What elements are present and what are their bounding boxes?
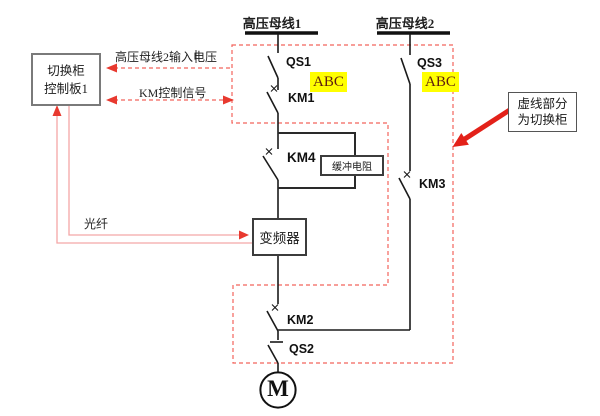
signal-dashed-lines: [114, 67, 232, 101]
inverter-label: 变频器: [259, 231, 300, 246]
qs2-label: QS2: [289, 342, 315, 356]
km4-label: KM4: [287, 150, 316, 165]
km3-label: KM3: [419, 177, 446, 191]
main-feed-line: [262, 34, 283, 372]
fiber-line-to-board: [56, 113, 252, 244]
bus2-label: 高压母线2: [375, 16, 435, 31]
motor-circle: [259, 371, 297, 409]
contact-cross-marks: [265, 85, 411, 311]
inverter-box: 变频器: [252, 218, 307, 256]
annotation-line2: 为切换柜: [517, 113, 568, 127]
annotation-box: 虚线部分 为切换柜: [508, 92, 577, 132]
km-arrowhead-right: [223, 95, 234, 105]
km4-blade: [262, 155, 279, 181]
cabinet-dashed-outline: [231, 44, 454, 364]
bus1-label: 高压母线1: [242, 16, 302, 31]
km2-blade: [266, 310, 279, 332]
annotation-line1: 虚线部分: [517, 97, 568, 111]
second-feed-line: [278, 34, 411, 331]
qs3-label: QS3: [417, 56, 443, 70]
voltage-arrowhead-left: [106, 63, 117, 73]
control-board-line2: 控制板1: [44, 81, 88, 96]
signal-arrowheads: [106, 63, 234, 105]
fiber-line-to-inverter: [68, 106, 241, 236]
motor-label: M: [267, 376, 289, 401]
qs1-label: QS1: [286, 55, 312, 69]
control-board-line1: 切换柜: [47, 63, 85, 78]
buffer-resistor-box: 缓冲电阻: [320, 155, 384, 176]
qs2-blade: [267, 344, 279, 364]
cabinet-pointer-arrow: [452, 106, 514, 147]
qs1-blade: [267, 55, 279, 79]
phase-highlight-2: ABC: [422, 72, 459, 92]
km1-label: KM1: [288, 91, 315, 105]
buffer-resistor-label: 缓冲电阻: [332, 162, 372, 173]
fiber-arrowheads: [52, 105, 249, 240]
qs3-blade: [400, 57, 411, 85]
km2-label: KM2: [287, 313, 314, 327]
km-signal-label: KM控制信号: [139, 86, 207, 100]
km1-blade: [266, 91, 279, 114]
fiber-label: 光纤: [84, 217, 109, 231]
fiber-arrowhead-right: [239, 230, 249, 240]
fiber-lines: [56, 106, 252, 244]
voltage-signal-label: 高压母线2输入电压: [115, 50, 218, 64]
control-board-box: 切换柜 控制板1: [31, 53, 101, 106]
km3-blade: [398, 177, 411, 200]
fiber-arrowhead-up: [52, 105, 62, 116]
phase-highlight-1: ABC: [310, 72, 347, 92]
km-arrowhead-left: [106, 95, 117, 105]
